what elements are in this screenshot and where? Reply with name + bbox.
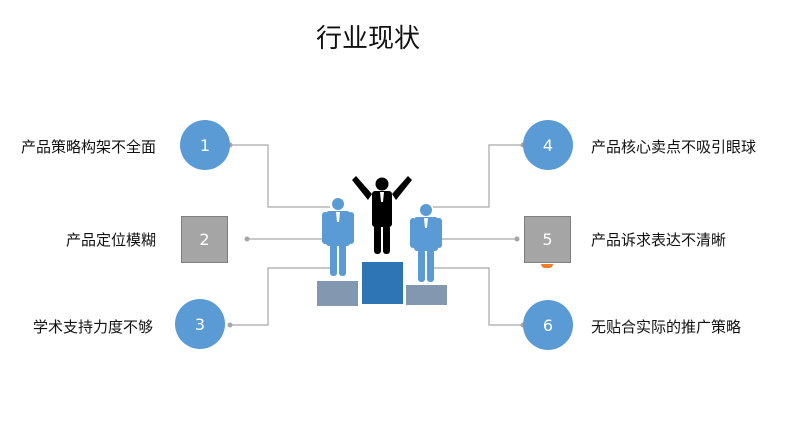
- item-4-badge: 4: [523, 120, 573, 170]
- slide-title: 行业现状: [315, 24, 420, 54]
- item-1-number: 1: [199, 135, 211, 155]
- item-3-badge: 3: [175, 299, 225, 349]
- connector-1: [230, 144, 330, 208]
- decorative-accent: [541, 264, 553, 268]
- connector-6: [433, 267, 523, 326]
- item-5-number: 5: [542, 230, 553, 249]
- item-1-badge: 1: [180, 120, 230, 170]
- connector-dot-5: [514, 236, 520, 242]
- item-5-badge: 5: [524, 216, 571, 263]
- item-4-number: 4: [542, 135, 554, 155]
- item-1-label: 产品策略构架不全面: [21, 138, 157, 156]
- item-2-badge: 2: [181, 216, 228, 263]
- item-3-label: 学术支持力度不够: [33, 318, 154, 336]
- item-6-badge: 6: [523, 300, 573, 350]
- item-2-number: 2: [199, 230, 210, 249]
- item-5-label: 产品诉求表达不清晰: [591, 231, 727, 249]
- item-6-number: 6: [542, 315, 554, 335]
- podium-center: [362, 262, 403, 304]
- item-6-label: 无贴合实际的推广策略: [591, 318, 742, 336]
- item-3-number: 3: [194, 314, 206, 334]
- connector-3: [230, 267, 330, 326]
- connector-dot-2: [244, 236, 250, 242]
- item-2-label: 产品定位模糊: [66, 231, 157, 249]
- item-4-label: 产品核心卖点不吸引眼球: [591, 138, 757, 156]
- connector-4: [433, 144, 523, 208]
- person-left-icon: [322, 198, 354, 276]
- person-right-icon: [410, 204, 442, 282]
- person-winner-icon: [352, 176, 412, 254]
- podium-right: [406, 285, 447, 305]
- podium-left: [317, 281, 358, 306]
- connector-dot-3: [227, 322, 233, 328]
